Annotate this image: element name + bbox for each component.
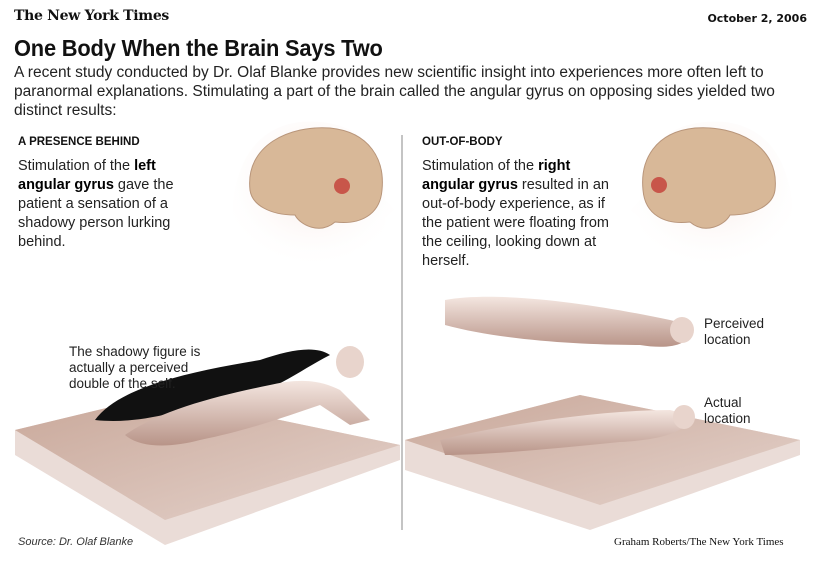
left-desc-pre: Stimulation of the	[18, 158, 135, 174]
actual-body	[440, 410, 690, 455]
right-head-brain-icon	[630, 121, 794, 270]
left-desc-post: gave the patient a sensation of a shadow…	[18, 177, 174, 250]
shadowy-figure	[95, 349, 330, 421]
right-description: Stimulation of the right angular gyrus r…	[422, 157, 612, 271]
nyt-logo: The New York Times	[14, 8, 170, 24]
date: October 2, 2006	[707, 12, 807, 25]
right-desc-pre: Stimulation of the	[422, 158, 539, 174]
credit: Graham Roberts/The New York Times	[614, 536, 784, 548]
actual-location-label: Actual location	[704, 395, 751, 426]
left-figures	[95, 346, 370, 446]
shadowy-figure-label: The shadowy figure is actually a perceiv…	[69, 344, 201, 391]
left-desc-bold: left angular gyrus	[18, 158, 156, 193]
perceived-location-label: Perceived location	[704, 316, 765, 347]
intro-text: A recent study conducted by Dr. Olaf Bla…	[14, 64, 775, 119]
right-desc-post: resulted in an out-of-body experience, a…	[422, 177, 609, 269]
source-note: Source: Dr. Olaf Blanke	[18, 536, 134, 548]
right-desc-bold: right angular gyrus	[422, 158, 571, 193]
right-heading: OUT-OF-BODY	[422, 136, 503, 148]
perceived-body	[445, 296, 691, 347]
left-bed	[15, 395, 400, 545]
left-heading: A PRESENCE BEHIND	[18, 136, 140, 148]
page-title: One Body When the Brain Says Two	[14, 35, 383, 61]
right-figures	[440, 296, 695, 455]
left-stim-dot	[334, 178, 350, 194]
left-description: Stimulation of the left angular gyrus ga…	[18, 157, 203, 252]
left-head-brain-icon	[231, 121, 395, 270]
right-stim-dot	[651, 177, 667, 193]
